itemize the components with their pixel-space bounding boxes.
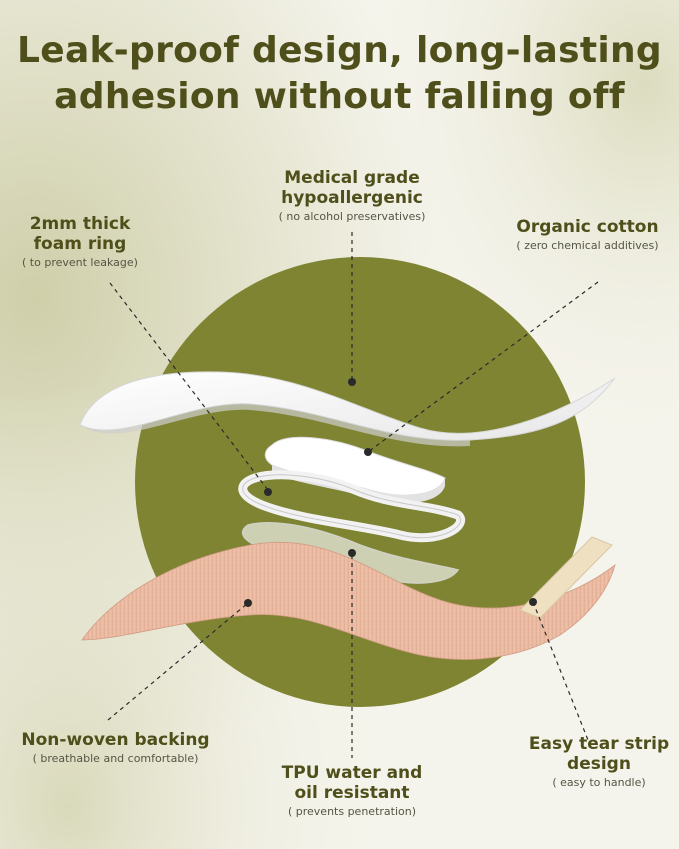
tpu-title-1: TPU water and [281, 763, 423, 783]
tear-strip-title-1: Easy tear strip [528, 734, 670, 754]
foam-ring-note: ( to prevent leakage) [22, 256, 138, 269]
foam-ring-title-2: foam ring [33, 234, 127, 254]
leader-dots [244, 378, 537, 607]
medical-grade-title-2: hypoallergenic [281, 188, 423, 208]
callout-tpu: TPU water and oil resistant ( prevents p… [262, 763, 442, 819]
non-woven-note: ( breathable and comfortable) [32, 752, 199, 765]
headline-line-1: Leak-proof design, long-lasting [17, 30, 662, 71]
callout-organic-cotton: Organic cotton ( zero chemical additives… [500, 217, 675, 253]
cotton-pad [264, 436, 446, 496]
headline-line-2: adhesion without falling off [54, 76, 625, 117]
organic-cotton-note: ( zero chemical additives) [516, 239, 659, 252]
non-woven-title: Non-woven backing [21, 730, 210, 750]
tear-strip-note: ( easy to handle) [552, 776, 646, 789]
non-woven-backing [81, 541, 616, 660]
tear-strip [519, 536, 613, 619]
headline: Leak-proof design, long-lasting adhesion… [0, 28, 679, 120]
medical-grade-note: ( no alcohol preservatives) [278, 210, 426, 223]
tpu-title-2: oil resistant [294, 783, 410, 803]
tear-strip-title-2: design [567, 754, 631, 774]
tpu-note: ( prevents penetration) [287, 805, 417, 818]
foam-ring-title-1: 2mm thick [29, 214, 131, 234]
organic-cotton-title: Organic cotton [516, 217, 659, 237]
callout-non-woven: Non-woven backing ( breathable and comfo… [8, 730, 223, 766]
callout-tear-strip: Easy tear strip design ( easy to handle) [520, 734, 678, 790]
callout-medical-grade: Medical grade hypoallergenic ( no alcoho… [252, 168, 452, 224]
callout-foam-ring: 2mm thick foam ring ( to prevent leakage… [10, 214, 150, 270]
leader-lines [107, 232, 599, 758]
medical-grade-title-1: Medical grade [284, 168, 420, 188]
